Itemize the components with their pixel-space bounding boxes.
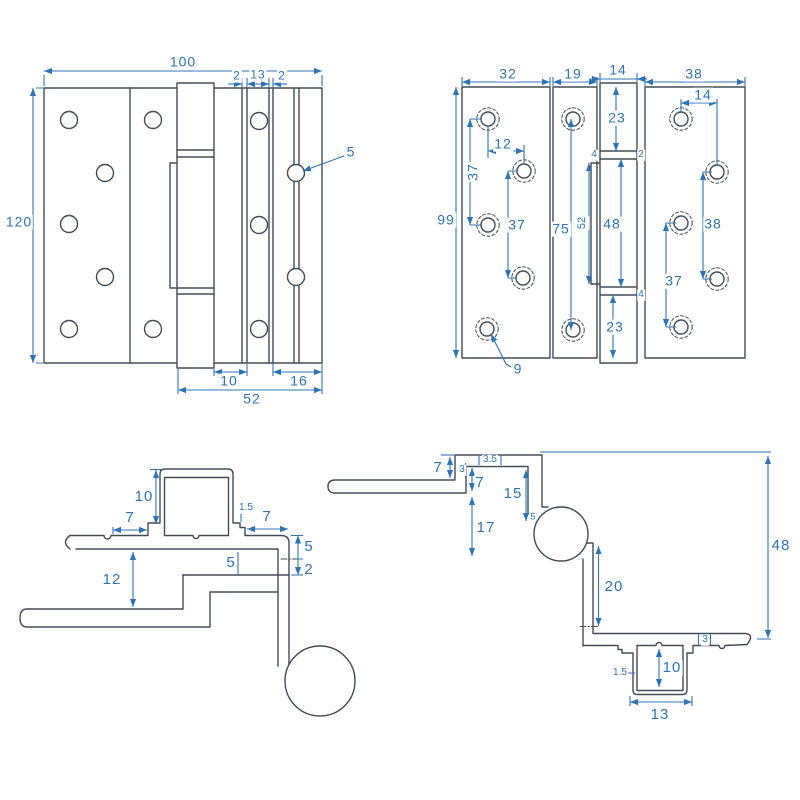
dim-front-top-offset-b: 2 [277,68,287,83]
dim-back-hole-offset-right: 14 [693,86,713,103]
dim-seca-flat-left: 7 [124,509,136,527]
dim-front-bottom-inner: 10 [219,372,239,389]
dim-front-overall-width: 100 [168,53,198,70]
front-view-drawing [29,67,345,394]
dim-secb-overall-height: 48 [770,537,792,555]
dim-front-bottom-outer: 16 [289,372,309,389]
dim-back-hole-span-mid: 75 [551,220,571,237]
back-view-drawing [452,73,746,368]
dim-back-knuckle-top: 23 [607,109,627,126]
front-screw-holes [59,110,306,339]
dim-seca-pin-bottom: 2 [303,561,315,579]
dim-back-hole-pitch-right-b: 37 [664,272,684,289]
dim-back-barrel-height: 48 [602,215,622,232]
dim-back-plate-c-width: 38 [684,65,704,82]
dim-back-hole-pitch-left: 37 [464,162,481,182]
dim-seca-pin-top: 5 [303,538,315,556]
dim-secb-tip-thickness: 3 [701,633,709,646]
dim-back-hole-offset-left: 12 [493,135,513,152]
dim-back-gap-top-left: 4 [590,148,598,161]
dim-secb-clearance: 17 [475,519,497,537]
dim-back-hole-pitch-right: 38 [703,215,723,232]
dim-back-barrel-inner: 52 [576,215,589,231]
dim-front-top-center: 13 [249,67,267,82]
section-left-drawing [19,468,356,717]
dim-back-plate-a-width: 32 [498,65,518,82]
dim-seca-lip-thickness: 1.5 [238,501,254,514]
dim-back-hole-dia: 9 [512,360,524,377]
dim-secb-box-width: 13 [649,706,671,724]
dim-secb-box-height: 10 [661,659,683,677]
dim-back-hole-pitch-left-b: 37 [507,216,527,233]
dim-secb-knuckle-drop: 20 [603,578,625,596]
dim-back-knuckle-bottom: 23 [605,318,625,335]
dim-secb-pin-gap: 5 [530,511,536,522]
dim-back-gap-bottom-right: 4 [637,288,645,301]
dim-front-top-offset-a: 2 [232,68,242,83]
dim-front-overall-height: 120 [4,213,34,230]
dim-back-knuckle-width: 14 [608,61,628,78]
dim-seca-flat-right: 7 [261,508,273,526]
dim-back-gap-top-right: 2 [637,148,645,161]
section-right-drawing [327,451,772,706]
dim-back-plate-b-width: 19 [563,65,583,82]
dim-front-hole-dia: 5 [345,143,357,160]
dim-seca-leaf-gap: 12 [101,571,123,589]
back-dimension-lines [452,73,746,368]
dim-secb-drop: 15 [502,485,524,503]
dim-seca-box-height: 10 [133,488,155,506]
section-right-dimension-lines [441,451,772,706]
dim-secb-step-height: 7 [432,459,444,477]
dim-secb-arm-thickness: 7 [474,474,486,492]
dim-secb-box-wall: 1.5 [612,666,628,679]
dim-back-overall-height: 99 [436,211,456,228]
section-left-dimension-lines [112,468,303,607]
dim-seca-inset: 5 [225,554,237,572]
dim-secb-shelf-thickness: 3.5 [482,453,498,466]
dim-front-bottom-total: 52 [242,390,262,407]
dim-secb-step-offset: 3 [458,463,466,476]
